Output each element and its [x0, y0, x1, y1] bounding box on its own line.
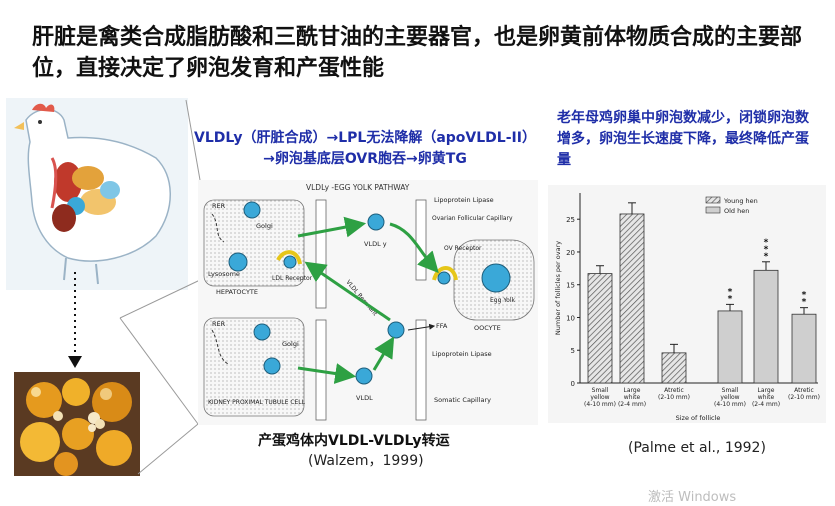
label-lipoprotein-lipase-bottom: Lipoprotein Lipase	[432, 350, 492, 358]
y-tick-label: 15	[566, 282, 575, 290]
windows-watermark: 激活 Windows	[648, 490, 737, 505]
x-tick-label: Small	[592, 387, 609, 394]
x-tick-label: (2-10 mm)	[788, 394, 820, 401]
y-tick-label: 25	[566, 216, 575, 224]
y-tick-label: 20	[566, 249, 575, 257]
egg-yolk-cluster	[481, 263, 511, 293]
arrow-kidney-secretion	[297, 363, 357, 384]
label-vldly: VLDL y	[364, 240, 387, 248]
hepatic-capillary	[315, 199, 327, 309]
label-rer-top: RER	[212, 202, 226, 210]
label-golgi-top: Golgi	[256, 222, 273, 230]
chart-citation: (Palme et al., 1992)	[628, 440, 766, 456]
x-axis-label: Size of follicle	[676, 414, 721, 422]
ovary-photo	[14, 372, 140, 476]
x-tick-label: (4-10 mm)	[584, 401, 616, 408]
ovary-follicles-illustration	[14, 372, 140, 476]
label-ldl-receptor: LDL Receptor	[272, 275, 313, 282]
vldl-particle	[243, 201, 261, 219]
x-tick-label: (2-4 mm)	[618, 401, 646, 408]
significance-marker: *	[728, 294, 733, 304]
pathway-heading: VLDLy -EGG YOLK PATHWAY	[306, 183, 410, 192]
bar-young-hen	[661, 352, 687, 384]
label-kidney: KIDNEY PROXIMAL TUBULE CELL	[208, 399, 306, 406]
label-vldl-remnant: VLDL Remnant	[344, 279, 378, 318]
vldl-particle	[228, 252, 248, 272]
legend-label: Old hen	[724, 207, 749, 215]
bar-old-hen	[717, 310, 743, 384]
bar-young-hen	[619, 213, 645, 384]
somatic-capillary	[415, 319, 427, 421]
significance-marker: *	[802, 291, 807, 301]
pathway-diagram: VLDLy -EGG YOLK PATHWAY RER Golgi Lysoso…	[198, 180, 538, 425]
x-tick-label: (2-10 mm)	[658, 394, 690, 401]
significance-marker: *	[728, 287, 733, 297]
label-ovarian-capillary: Ovarian Follicular Capillary	[432, 215, 513, 222]
kidney-cell	[203, 317, 305, 417]
dotted-arrow	[68, 272, 82, 368]
bar-young-hen	[587, 273, 613, 384]
y-axis-label: Number of follicles per ovary	[554, 241, 562, 335]
significance-marker: *	[764, 252, 769, 262]
pathway-citation: (Walzem，1999)	[308, 453, 424, 469]
chart-summary: 老年母鸡卵巢中卵泡数减少，闭锁卵泡数增多，卵泡生长速度下降，最终降低产蛋量	[557, 110, 809, 168]
vldly-particle	[367, 213, 385, 231]
arrow-to-oocyte	[389, 222, 439, 274]
label-golgi-bottom: Golgi	[282, 340, 299, 348]
significance-marker: *	[764, 238, 769, 248]
slide-title: 肝脏是禽类合成脂肪酸和三酰甘油的主要器官，也是卵黄前体物质合成的主要部位，直接决…	[32, 25, 803, 81]
x-tick-label: yellow	[720, 394, 739, 401]
ovarian-capillary	[415, 199, 427, 281]
ov-receptor-shape	[432, 266, 458, 281]
vldl-particle	[355, 367, 373, 385]
x-tick-label: yellow	[590, 394, 609, 401]
x-tick-label: (4-10 mm)	[714, 401, 746, 408]
label-lysosome: Lysosome	[208, 270, 240, 278]
hen-anatomy-image	[6, 98, 188, 290]
label-ffa: FFA	[436, 322, 448, 330]
y-tick-label: 10	[566, 314, 575, 322]
y-tick-label: 5	[571, 347, 575, 355]
label-vldl: VLDL	[356, 394, 373, 402]
arrow-to-remnant	[372, 336, 395, 371]
x-tick-label: Atretic	[794, 387, 814, 394]
arrow-ffa	[407, 323, 436, 331]
x-tick-label: white	[758, 394, 775, 401]
x-tick-label: white	[624, 394, 641, 401]
legend-swatch	[705, 206, 721, 214]
bar-old-hen	[753, 269, 779, 384]
label-somatic-capillary: Somatic Capillary	[434, 396, 491, 404]
label-rer-bottom: RER	[212, 320, 226, 328]
significance-marker: *	[802, 298, 807, 308]
vldl-particle	[283, 255, 297, 269]
label-hepatocyte: HEPATOCYTE	[216, 288, 258, 296]
pathway-caption: 产蛋鸡体内VLDL-VLDLy转运	[258, 433, 450, 449]
vldl-remnant-particle	[387, 321, 405, 339]
y-tick-label: 0	[571, 380, 575, 388]
x-tick-label: Small	[722, 387, 739, 394]
label-lipoprotein-lipase-top: Lipoprotein Lipase	[434, 196, 494, 204]
ldl-receptor-shape	[276, 250, 302, 265]
label-oocyte: OOCYTE	[474, 324, 501, 332]
significance-marker: *	[764, 245, 769, 255]
vldl-particle	[263, 357, 281, 375]
x-tick-label: Atretic	[664, 387, 684, 394]
hen-illustration	[6, 98, 188, 290]
x-tick-label: (2-4 mm)	[752, 401, 780, 408]
arrow-remnant-uptake	[304, 261, 391, 322]
arrow-secretion	[297, 216, 367, 238]
x-tick-label: Large	[758, 387, 775, 394]
vldly-particle	[437, 271, 451, 285]
legend-swatch	[705, 196, 721, 204]
pathway-svg: VLDLy -EGG YOLK PATHWAY RER Golgi Lysoso…	[203, 183, 535, 421]
legend-label: Young hen	[723, 197, 758, 205]
pathway-summary: VLDLy（肝脏合成）→LPL无法降解（apoVLDL-II）→卵泡基底层OVR…	[194, 130, 536, 167]
label-egg-yolk: Egg Yolk	[490, 297, 516, 304]
x-tick-label: Large	[624, 387, 641, 394]
vldl-particle	[253, 323, 271, 341]
bar-old-hen	[791, 313, 817, 384]
label-ov-receptor: OV Receptor	[444, 245, 482, 252]
